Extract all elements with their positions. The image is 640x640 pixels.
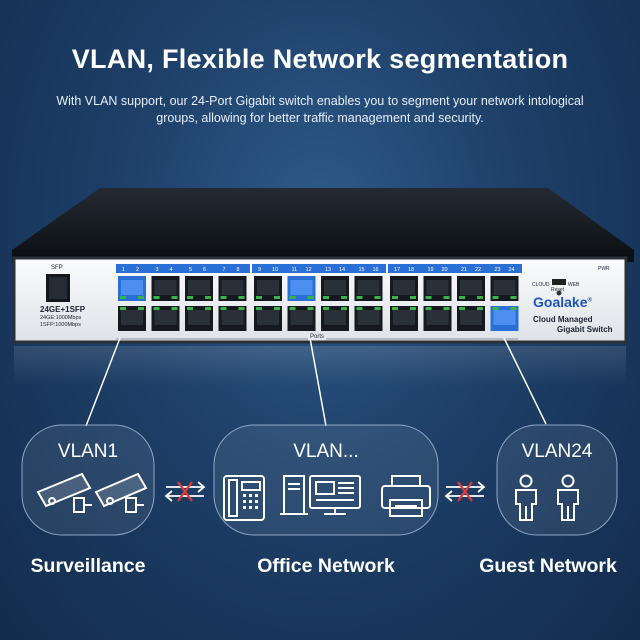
blocked-exchange-icon [164,481,206,502]
ethernet-port-9 [254,276,282,301]
ethernet-port-24 [490,306,519,331]
cctv-camera-icon [94,472,148,513]
pc-tower-icon [280,475,308,515]
port-number-label: 13 [325,267,331,273]
port-number-label: 9 [258,267,261,273]
port-number-strip [252,264,386,273]
ethernet-port-5 [185,276,213,301]
ethernet-port-3 [151,276,180,301]
port-number-label: 22 [475,267,481,273]
ethernet-port-12 [287,306,316,331]
port-number-label: 17 [394,267,400,273]
reset-label: Reset [551,287,565,293]
ethernet-port-10 [254,306,282,331]
port-number-label: 20 [442,267,448,273]
port-number-label: 5 [189,267,192,273]
port-number-label: 19 [428,267,434,273]
ethernet-port-14 [321,306,349,331]
zone-title-vlan-office: VLAN... [293,441,359,462]
ethernet-port-23 [490,276,519,301]
person-icon [515,474,537,521]
ethernet-port-15 [354,276,383,301]
port-number-label: 8 [237,267,240,273]
port-number-label: 4 [170,267,173,273]
port-number-label: 6 [203,267,206,273]
power-label: PWR [598,266,610,272]
monitor-icon [309,475,361,515]
caption-office-network: Office Network [257,555,395,577]
ports-label: Ports [308,334,327,340]
port-number-label: 12 [306,267,312,273]
brand-logo: Goalake® [533,294,592,310]
blocked-exchange-icon [444,481,486,502]
port-number-label: 18 [408,267,414,273]
port-number-label: 16 [373,267,379,273]
zone-box-vlan1 [21,424,155,536]
port-number-label: 14 [339,267,345,273]
port-number-label: 10 [272,267,278,273]
port-spec-main: 24GE+1SFP [40,305,86,314]
subheadline: With VLAN support, our 24-Port Gigabit s… [56,94,584,125]
port-number-strip [388,264,522,273]
mode-web-label: WEB [568,282,580,288]
ethernet-port-1 [118,276,146,301]
ethernet-port-4 [151,306,180,331]
caption-guest-network: Guest Network [479,555,617,577]
ethernet-port-22 [457,306,485,331]
ethernet-port-8 [218,306,247,331]
port-spec-sfp: 1SFP:1000Mbps [40,322,81,328]
port-number-label: 15 [359,267,365,273]
port-number-label: 23 [495,267,501,273]
zone-title-vlan1: VLAN1 [57,441,119,462]
ethernet-port-17 [390,276,418,301]
ethernet-port-21 [457,276,485,301]
ethernet-port-6 [185,306,213,331]
sfp-label: SFP [51,265,63,271]
person-icon [557,474,579,521]
ethernet-port-19 [423,276,452,301]
brand-line-1: Cloud Managed [533,315,593,324]
ethernet-port-7 [218,276,247,301]
port-number-label: 3 [156,267,159,273]
zone-title-vlan24: VLAN24 [521,441,593,462]
ethernet-port-16 [354,306,383,331]
ethernet-port-2 [118,306,146,331]
brand-line-2: Gigabit Switch [557,325,613,334]
port-number-label: 11 [292,267,298,273]
port-spec-ge: 24GE:1000Mbps [40,315,82,321]
ethernet-port-11 [287,276,316,301]
caption-surveillance: Surveillance [30,555,146,577]
port-number-label: 21 [461,267,467,273]
port-number-label: 7 [223,267,226,273]
headline: VLAN, Flexible Network segmentation [71,44,569,74]
mode-cloud-label: CLOUD [532,282,550,288]
port-number-label: 24 [509,267,515,273]
vlan-connector-lines [85,337,547,427]
cctv-camera-icon [36,472,92,513]
switch-top [12,188,634,250]
ethernet-port-18 [390,306,418,331]
ethernet-port-20 [423,306,452,331]
port-number-label: 2 [136,267,139,273]
printer-icon [381,475,431,517]
ip-phone-icon [223,475,265,521]
port-number-label: 1 [122,267,125,273]
port-number-strip [116,264,250,273]
ethernet-port-13 [321,276,349,301]
